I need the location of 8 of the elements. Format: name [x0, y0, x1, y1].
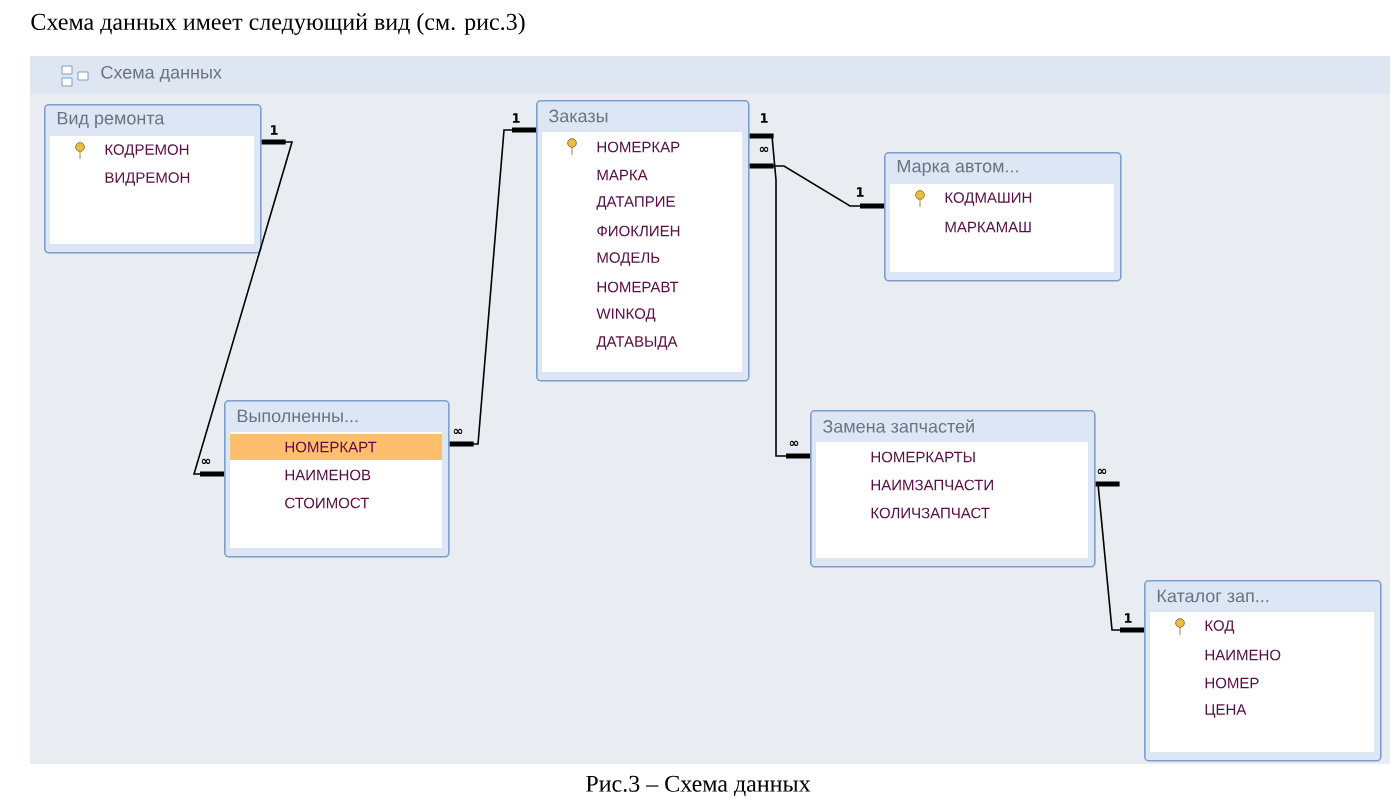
- caption: Рис.3 – Схема данных: [586, 775, 811, 797]
- relationship-line: [1095, 481, 1144, 633]
- window-title: Схема данных: [101, 65, 222, 83]
- relationship-line: [449, 127, 536, 447]
- relationship-line: [749, 133, 810, 459]
- relationship-line: [192, 139, 294, 477]
- heading: Схема данных имеет следующий вид (см. рис.3): [31, 13, 525, 35]
- relationship-line: [749, 163, 884, 209]
